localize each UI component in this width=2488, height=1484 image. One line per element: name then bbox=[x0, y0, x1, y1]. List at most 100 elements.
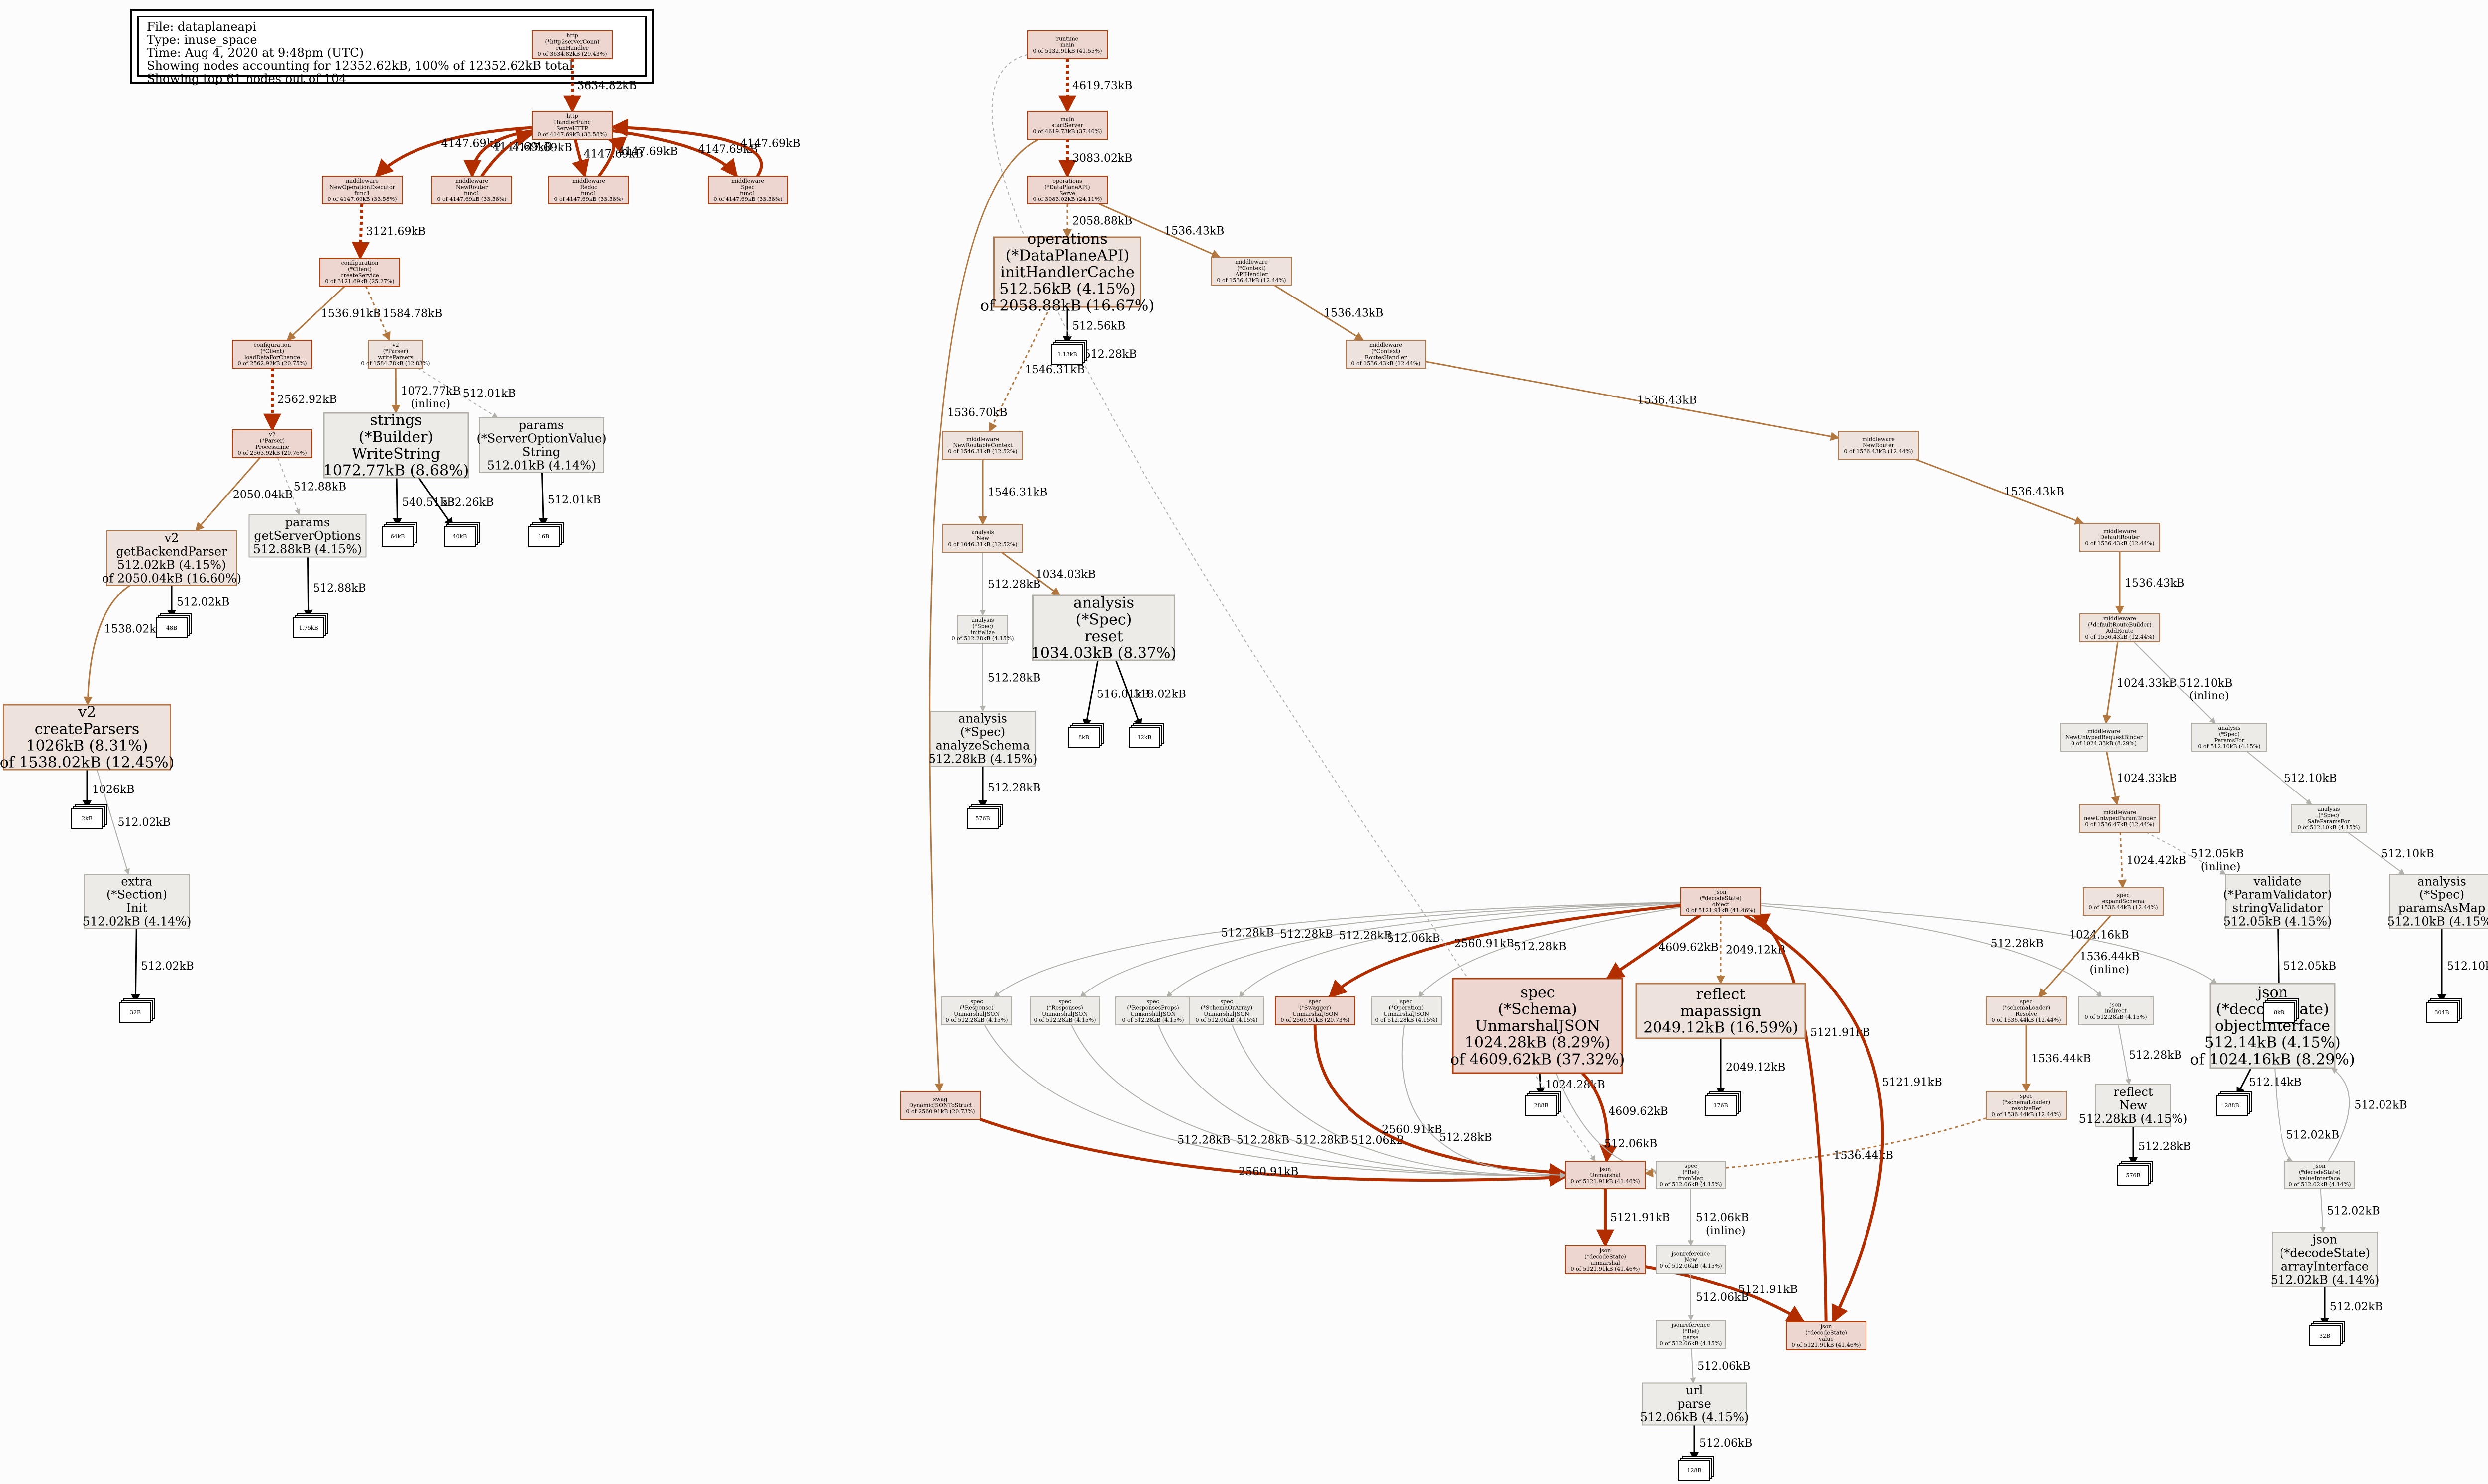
alloc-size-node[interactable]: 8kB bbox=[2263, 998, 2299, 1023]
node-label-line: UnmarshalJSON bbox=[1383, 1011, 1429, 1017]
alloc-size-node[interactable]: 576B bbox=[2117, 1161, 2153, 1186]
node-label-line: analysis bbox=[2218, 725, 2241, 731]
node-label-line: 512.02kB (4.14%) bbox=[2271, 1273, 2380, 1286]
node-middleware[interactable]: middleware(*defaultRouteBuilder)AddRoute… bbox=[2079, 613, 2160, 642]
edge-label: 1536.43kB bbox=[1164, 225, 1224, 238]
node-box bbox=[1275, 996, 1355, 1025]
node-json[interactable]: json(*decodeState)objectInterface512.14k… bbox=[2190, 983, 2355, 1069]
node-label-line: 0 of 4147.69kB (33.58%) bbox=[328, 196, 397, 202]
alloc-size-node[interactable]: 48B bbox=[156, 613, 192, 638]
node-label-line: runHandler bbox=[556, 45, 589, 51]
edge-n38-n60 bbox=[1744, 914, 1884, 1324]
edge-n12-n14 bbox=[277, 457, 301, 515]
edge-label: 4619.73kB bbox=[1072, 80, 1132, 92]
node-label-line: UnmarshalJSON bbox=[1475, 1017, 1600, 1035]
node-params[interactable]: params(*ServerOptionValue)String512.01kB… bbox=[476, 417, 607, 473]
node-label-line: (*Client) bbox=[260, 348, 284, 355]
alloc-size-node[interactable]: 176B bbox=[1705, 1091, 1741, 1116]
alloc-size-label: 12kB bbox=[1138, 734, 1152, 741]
alloc-size-node[interactable]: 1.75kB bbox=[293, 613, 328, 638]
alloc-size-node[interactable]: 16B bbox=[528, 522, 564, 547]
alloc-size-node[interactable]: 8kB bbox=[1068, 723, 1104, 748]
alloc-size-node[interactable]: 32B bbox=[2309, 1321, 2345, 1346]
alloc-size-node[interactable]: 40kB bbox=[444, 522, 480, 547]
alloc-size-node[interactable]: 288B bbox=[1525, 1091, 1561, 1116]
node-operations[interactable]: operations(*DataPlaneAPI)initHandlerCach… bbox=[980, 230, 1154, 314]
alloc-size-node[interactable]: 64kB bbox=[382, 522, 417, 547]
node-validate[interactable]: validate(*ParamValidator)stringValidator… bbox=[2223, 874, 2332, 929]
alloc-stack-front bbox=[2263, 1002, 2295, 1023]
node-box bbox=[2272, 1232, 2378, 1287]
node-configuration[interactable]: configuration(*Client)loadDataForChange0… bbox=[232, 340, 312, 369]
node-label-line: 0 of 2560.91kB (20.73%) bbox=[906, 1108, 975, 1115]
alloc-size-node[interactable]: 12kB bbox=[1129, 723, 1164, 748]
alloc-size-node[interactable]: 288B bbox=[2216, 1091, 2252, 1116]
alloc-size-node[interactable]: 32B bbox=[119, 998, 155, 1023]
alloc-size-node[interactable]: 1.13kB bbox=[1051, 340, 1087, 365]
alloc-size-node[interactable]: 2kB bbox=[71, 804, 107, 829]
node-json[interactable]: json(*decodeState)arrayInterface512.02kB… bbox=[2271, 1232, 2380, 1287]
alloc-size-node[interactable]: 128B bbox=[1678, 1456, 1714, 1481]
edge-n38-n39 bbox=[993, 901, 1681, 997]
node-box bbox=[1027, 30, 1108, 59]
alloc-size-node[interactable]: 576B bbox=[967, 804, 1003, 829]
node-label-line: (*Section) bbox=[106, 888, 167, 902]
edge-n2-n6 bbox=[612, 129, 738, 178]
alloc-size-node[interactable]: 304B bbox=[2426, 998, 2462, 1023]
